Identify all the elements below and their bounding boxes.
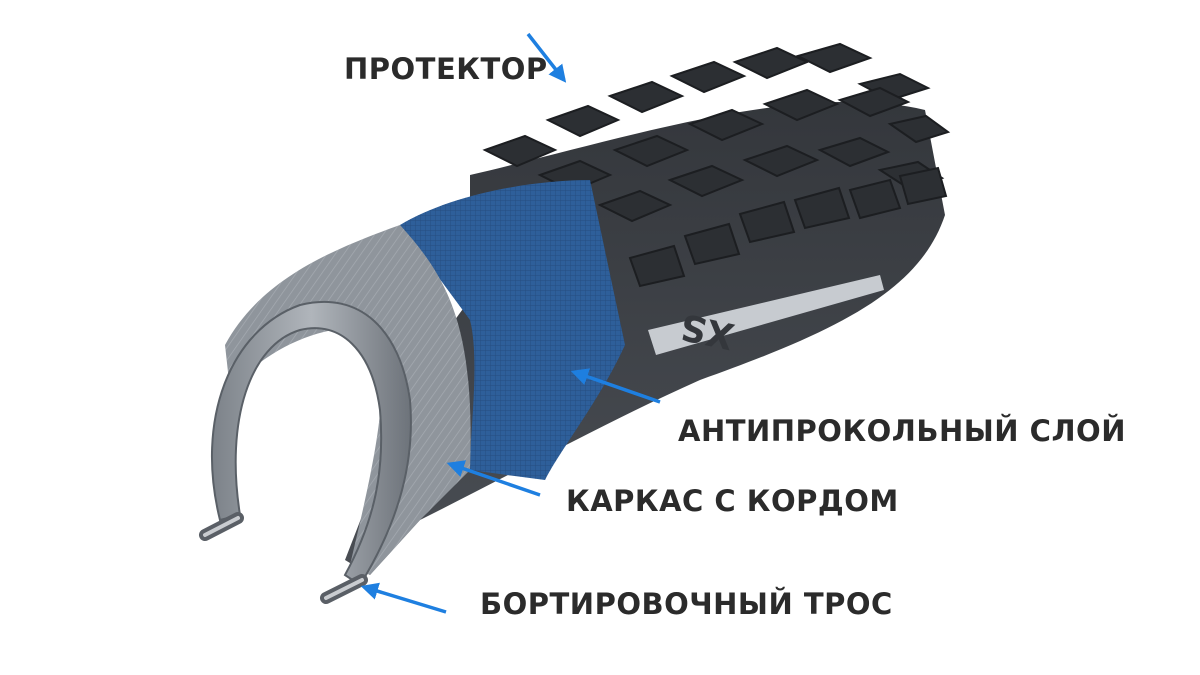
label-casing: КАРКАС С КОРДОМ <box>566 484 899 518</box>
tread-lugs <box>482 42 951 288</box>
label-bead-wire: БОРТИРОВОЧНЫЙ ТРОС <box>480 587 893 621</box>
arrow-bead <box>360 582 447 614</box>
arrow-puncture-layer <box>570 368 661 404</box>
label-puncture-layer: АНТИПРОКОЛЬНЫЙ СЛОЙ <box>678 414 1126 448</box>
arrow-tread <box>526 32 567 83</box>
label-tread: ПРОТЕКТОР <box>344 52 548 86</box>
arrow-casing <box>446 460 541 497</box>
bead-wire-right <box>320 574 368 604</box>
bead-wire-left <box>199 512 244 541</box>
sidewall-label-band <box>648 275 884 355</box>
